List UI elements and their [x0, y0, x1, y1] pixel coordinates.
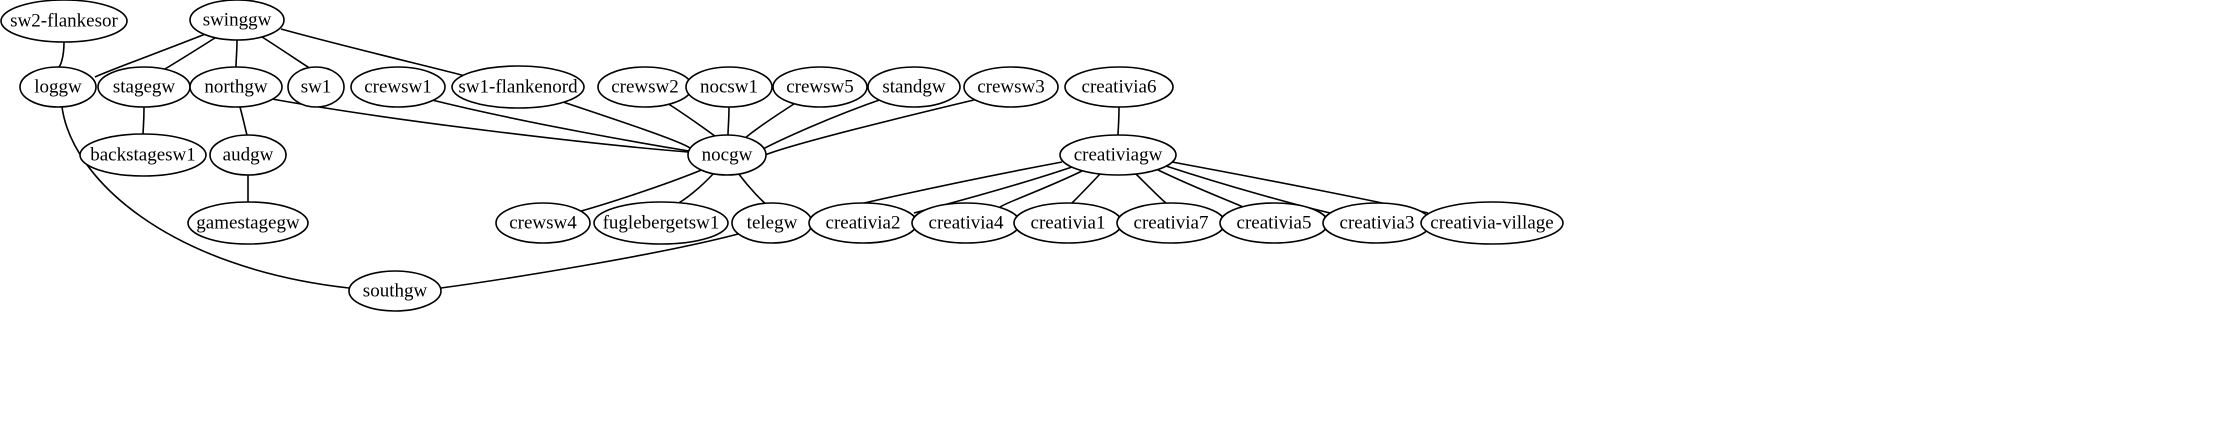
node-shape-creativia6[interactable] [1064, 66, 1174, 108]
node-sw1[interactable]: sw1 [287, 66, 345, 108]
node-shape-sw1-flankenord[interactable] [451, 65, 585, 109]
edge-swinggw-to-sw1-flankenord [280, 28, 478, 80]
node-crewsw2[interactable]: crewsw2 [597, 66, 693, 108]
edge-stagegw-to-backstagesw1 [142, 106, 145, 135]
edge-crewsw1-to-nocgw [427, 98, 690, 152]
edge-swinggw-to-northgw [235, 39, 238, 68]
node-stagegw[interactable]: stagegw [97, 66, 191, 108]
edge-crewsw3-to-nocgw [764, 98, 979, 156]
node-shape-creativiagw[interactable] [1059, 134, 1177, 176]
node-northgw[interactable]: northgw [189, 66, 283, 108]
node-crewsw5[interactable]: crewsw5 [772, 66, 868, 108]
node-shape-northgw[interactable] [189, 66, 283, 108]
node-sw2-flankesor[interactable]: sw2-flankesor [0, 0, 128, 43]
node-nocgw[interactable]: nocgw [687, 134, 767, 176]
node-sw1-flankenord[interactable]: sw1-flankenord [451, 65, 585, 109]
node-shape-gamestagegw[interactable] [187, 201, 309, 245]
node-shape-standgw[interactable] [867, 66, 961, 108]
node-shape-nocsw1[interactable] [685, 66, 773, 108]
node-shape-swinggw[interactable] [189, 0, 285, 41]
node-southgw[interactable]: southgw [348, 270, 442, 312]
edge-creativiagw-to-creativia4 [999, 170, 1083, 208]
node-creativia3[interactable]: creativia3 [1322, 202, 1432, 244]
node-creativia6[interactable]: creativia6 [1064, 66, 1174, 108]
node-creativia5[interactable]: creativia5 [1219, 202, 1329, 244]
node-shape-creativia3[interactable] [1322, 202, 1432, 244]
edge-swinggw-to-loggw [94, 32, 209, 78]
node-creativia7[interactable]: creativia7 [1116, 202, 1226, 244]
edge-nocgw-to-telegw [737, 172, 768, 206]
node-crewsw3[interactable]: crewsw3 [963, 66, 1059, 108]
node-shape-creativia7[interactable] [1116, 202, 1226, 244]
node-standgw[interactable]: standgw [867, 66, 961, 108]
edge-nocgw-to-crewsw4 [573, 168, 705, 214]
node-gamestagegw[interactable]: gamestagegw [187, 201, 309, 245]
edge-swinggw-to-sw1 [258, 34, 312, 70]
edge-loggw-to-southgw [61, 106, 350, 289]
node-shape-crewsw3[interactable] [963, 66, 1059, 108]
node-shape-fuglebergetsw1[interactable] [593, 201, 729, 245]
node-shape-sw2-flankesor[interactable] [0, 0, 128, 43]
edge-standgw-to-nocgw [760, 97, 886, 151]
node-shape-crewsw4[interactable] [495, 202, 591, 244]
node-shape-nocgw[interactable] [687, 134, 767, 176]
node-shape-creativia1[interactable] [1013, 202, 1123, 244]
node-shape-creativia5[interactable] [1219, 202, 1329, 244]
edge-crewsw5-to-nocgw [743, 101, 798, 140]
edge-creativiagw-to-creativia3 [1165, 165, 1331, 214]
edge-northgw-to-audgw [239, 106, 248, 136]
edge-northgw-to-nocgw [271, 98, 689, 153]
node-loggw[interactable]: loggw [19, 66, 97, 108]
node-shape-sw1[interactable] [287, 66, 345, 108]
node-nocsw1[interactable]: nocsw1 [685, 66, 773, 108]
node-fuglebergetsw1[interactable]: fuglebergetsw1 [593, 201, 729, 245]
node-shape-southgw[interactable] [348, 270, 442, 312]
node-backstagesw1[interactable]: backstagesw1 [79, 133, 207, 177]
node-shape-creativia-village[interactable] [1420, 201, 1564, 245]
node-shape-creativia4[interactable] [911, 202, 1021, 244]
node-shape-stagegw[interactable] [97, 66, 191, 108]
node-shape-crewsw1[interactable] [350, 66, 446, 108]
node-shape-telegw[interactable] [731, 202, 813, 244]
edge-swinggw-to-stagegw [159, 35, 219, 73]
node-swinggw[interactable]: swinggw [189, 0, 285, 41]
node-shape-crewsw5[interactable] [772, 66, 868, 108]
node-creativia4[interactable]: creativia4 [911, 202, 1021, 244]
node-shape-loggw[interactable] [19, 66, 97, 108]
node-crewsw4[interactable]: crewsw4 [495, 202, 591, 244]
node-creativia-village[interactable]: creativia-village [1420, 201, 1564, 245]
edge-creativia6-to-creativiagw [1117, 106, 1120, 136]
node-shape-backstagesw1[interactable] [79, 133, 207, 177]
node-telegw[interactable]: telegw [731, 202, 813, 244]
node-creativia2[interactable]: creativia2 [808, 202, 918, 244]
node-audgw[interactable]: audgw [209, 134, 287, 176]
edge-crewsw2-to-nocgw [666, 102, 720, 140]
node-shape-creativia2[interactable] [808, 202, 918, 244]
node-creativiagw[interactable]: creativiagw [1059, 134, 1177, 176]
edge-telegw-to-southgw [440, 232, 743, 289]
node-shape-audgw[interactable] [209, 134, 287, 176]
edge-creativiagw-to-creativia5 [1155, 168, 1244, 208]
edge-sw2-flankesor-to-loggw [57, 41, 65, 68]
node-crewsw1[interactable]: crewsw1 [350, 66, 446, 108]
edge-creativiagw-to-creativia7 [1135, 173, 1167, 204]
node-creativia1[interactable]: creativia1 [1013, 202, 1123, 244]
edge-nocsw1-to-nocgw [727, 106, 730, 136]
node-shape-crewsw2[interactable] [597, 66, 693, 108]
edge-sw1-flankenord-to-nocgw [559, 100, 691, 149]
edge-creativiagw-to-creativia1 [1071, 173, 1101, 204]
